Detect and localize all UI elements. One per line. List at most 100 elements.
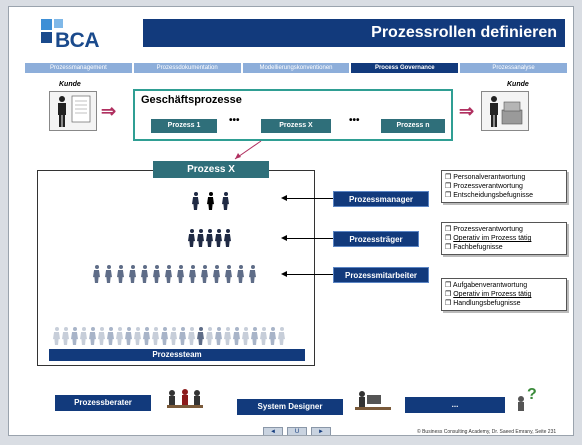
person-icon xyxy=(224,327,231,345)
role-prozesstraeger-button[interactable]: Prozessträger xyxy=(333,231,419,247)
checkbox-icon: ❒ xyxy=(445,174,452,181)
system-designer-button[interactable]: System Designer xyxy=(237,399,343,415)
nav-next-button[interactable]: ► xyxy=(311,427,331,435)
arrow-left-icon xyxy=(281,271,287,277)
geschaeftsprozesse-title: Geschäftsprozesse xyxy=(141,94,242,106)
responsibility-item: ❒ Personalverantwortung xyxy=(445,173,563,182)
person-icon xyxy=(143,327,150,345)
person-icon xyxy=(189,265,196,283)
responsibility-text: Fachbefugnisse xyxy=(453,244,503,251)
prozess-x-button[interactable]: Prozess X xyxy=(261,119,331,133)
designer-at-desk-icon xyxy=(355,391,391,410)
person-icon xyxy=(125,327,132,345)
person-icon xyxy=(170,327,177,345)
person-icon xyxy=(116,327,123,345)
person-icon xyxy=(107,327,114,345)
arrow-line xyxy=(285,238,333,239)
responsibility-item: ❒ Fachbefugnisse xyxy=(445,243,563,252)
question-person-icon: ? xyxy=(518,386,537,411)
bca-logo: BCA xyxy=(41,19,101,52)
responsibility-item: ❒ Operativ im Prozess tätig xyxy=(445,234,563,243)
person-icon xyxy=(161,327,168,345)
ellipsis-right: ••• xyxy=(349,115,360,126)
person-icon xyxy=(192,192,199,210)
kunde-left-label: Kunde xyxy=(59,81,81,88)
footer-copyright: © Business Consulting Academy, Dr. Saeed… xyxy=(417,429,557,435)
person-icon xyxy=(188,327,195,345)
responsibility-text: Prozessverantwortung xyxy=(453,183,523,190)
person-with-document-icon xyxy=(58,95,91,127)
arrow-left-icon xyxy=(281,235,287,241)
tab-bar: Prozessmanagement Prozessdokumentation M… xyxy=(25,63,567,73)
checkbox-icon: ❒ xyxy=(445,192,452,199)
person-icon xyxy=(269,327,276,345)
manager-people-row xyxy=(192,192,229,210)
geschaeftsprozesse-box: Geschäftsprozesse Prozess 1 ••• Prozess … xyxy=(133,89,453,141)
prozessteam-bar: Prozessteam xyxy=(49,349,305,361)
person-icon xyxy=(197,327,204,345)
team-people-row xyxy=(53,327,285,345)
responsibility-text: Handlungsbefugnisse xyxy=(453,300,521,307)
arrow-right-icon: ⇒ xyxy=(101,101,117,121)
mitarbeiter-people-row xyxy=(93,265,256,283)
prozess-1-button[interactable]: Prozess 1 xyxy=(151,119,217,133)
responsibility-text: Aufgabenverantwortung xyxy=(452,282,528,289)
person-icon xyxy=(93,265,100,283)
person-icon xyxy=(242,327,249,345)
person-icon xyxy=(71,327,78,345)
tab-process-governance[interactable]: Process Governance xyxy=(351,63,459,73)
person-icon xyxy=(188,229,195,247)
logo-square-light xyxy=(41,19,52,30)
role-prozessmanager-button[interactable]: Prozessmanager xyxy=(333,191,429,207)
person-icon xyxy=(251,327,258,345)
nav-prev-button[interactable]: ◄ xyxy=(263,427,283,435)
responsibility-item: ❒ Aufgabenverantwortung xyxy=(445,281,563,290)
responsibility-item: ❒ Prozessverantwortung xyxy=(445,225,563,234)
arrow-left-icon xyxy=(281,195,287,201)
person-icon xyxy=(225,265,232,283)
person-icon xyxy=(141,265,148,283)
responsibilities-mitarbeiter: ❒ Aufgabenverantwortung ❒ Operativ im Pr… xyxy=(441,278,567,311)
logo-text: BCA xyxy=(55,29,100,52)
checkbox-icon: ❒ xyxy=(445,300,452,307)
person-icon xyxy=(152,327,159,345)
responsibility-text: Entscheidungsbefugnisse xyxy=(453,192,534,199)
responsibility-text: Operativ im Prozess tätig xyxy=(453,291,532,298)
arrow-line xyxy=(285,198,333,199)
meeting-people-icon xyxy=(167,389,203,408)
person-icon xyxy=(260,327,267,345)
prozessberater-button[interactable]: Prozessberater xyxy=(55,395,151,411)
prozess-x-label: Prozess X xyxy=(153,161,269,178)
responsibility-text: Prozessverantwortung xyxy=(453,226,523,233)
responsibility-text: Personalverantwortung xyxy=(453,174,526,181)
more-roles-button[interactable]: ... xyxy=(405,397,505,413)
kunde-right-label: Kunde xyxy=(507,81,529,88)
person-icon xyxy=(98,327,105,345)
prozess-n-button[interactable]: Prozess n xyxy=(381,119,445,133)
person-icon xyxy=(278,327,285,345)
responsibilities-manager: ❒ Personalverantwortung ❒ Prozessverantw… xyxy=(441,170,567,203)
slide: BCA Prozessrollen definieren Prozessmana… xyxy=(8,6,574,436)
person-icon xyxy=(224,229,231,247)
person-icon xyxy=(213,265,220,283)
responsibilities-traeger: ❒ Prozessverantwortung ❒ Operativ im Pro… xyxy=(441,222,567,255)
checkbox-icon: ❒ xyxy=(445,183,452,190)
person-icon xyxy=(206,327,213,345)
role-prozessmitarbeiter-button[interactable]: Prozessmitarbeiter xyxy=(333,267,429,283)
nav-up-button[interactable]: U xyxy=(287,427,307,435)
person-icon xyxy=(134,327,141,345)
tab-modellierungskonventionen[interactable]: Modellierungskonventionen xyxy=(242,63,350,73)
person-icon xyxy=(197,229,204,247)
responsibility-item: ❒ Entscheidungsbefugnisse xyxy=(445,191,563,200)
tab-prozessmanagement[interactable]: Prozessmanagement xyxy=(25,63,132,73)
person-icon xyxy=(222,192,229,210)
responsibility-text: Operativ im Prozess tätig xyxy=(453,235,532,242)
logo-square-dark xyxy=(41,32,52,43)
tab-prozessdokumentation[interactable]: Prozessdokumentation xyxy=(133,63,241,73)
checkbox-icon: ❒ xyxy=(445,235,452,242)
tab-prozessanalyse[interactable]: Prozessanalyse xyxy=(460,63,567,73)
responsibility-item: ❒ Handlungsbefugnisse xyxy=(445,299,563,308)
person-icon xyxy=(215,229,222,247)
checkbox-icon: ❒ xyxy=(445,244,452,251)
responsibility-item: ❒ Prozessverantwortung xyxy=(445,182,563,191)
